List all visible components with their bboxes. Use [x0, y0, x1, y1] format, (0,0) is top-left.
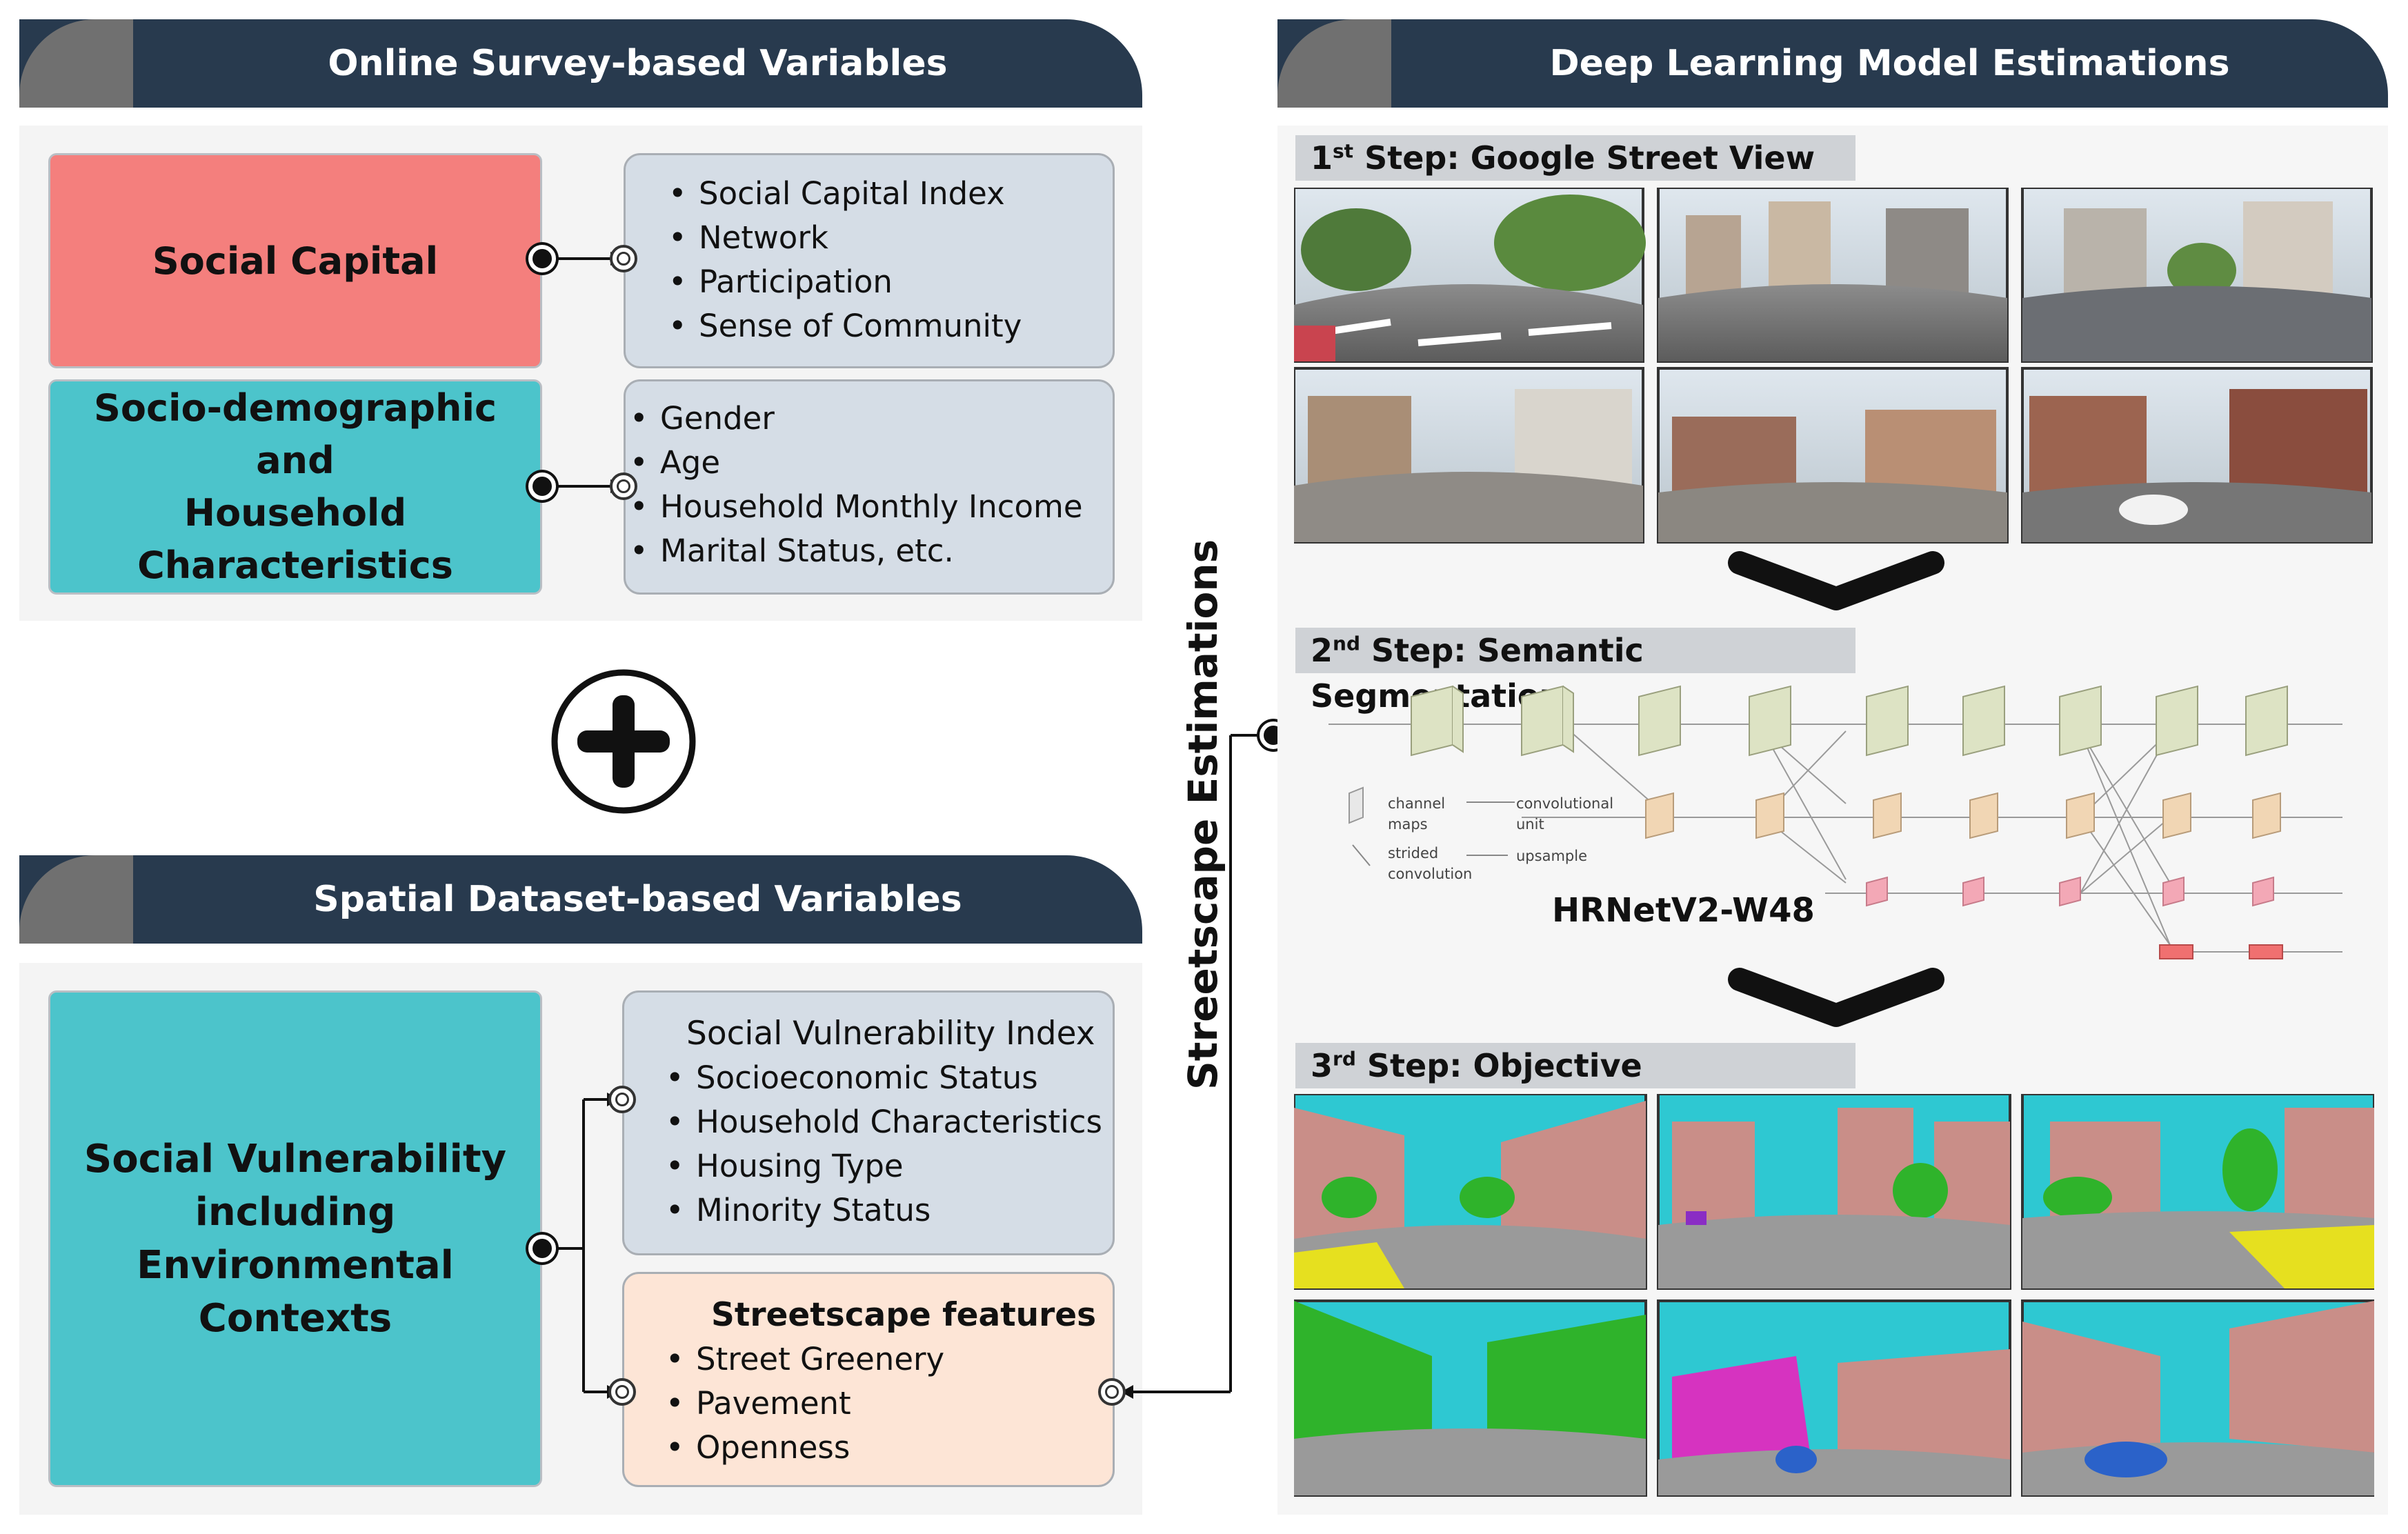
list-item: Social Capital Index [668, 172, 1113, 216]
step3-ordinal: 3 [1311, 1047, 1333, 1084]
street-view-photo [2021, 188, 2373, 363]
connector-ring [610, 472, 637, 500]
street-view-photo [2021, 367, 2373, 544]
network-name: HRNetV2-W48 [1552, 891, 1815, 930]
channel-map-pink [1866, 876, 2274, 907]
step1-sup: st [1333, 139, 1354, 163]
segmentation-photo [1294, 1299, 1647, 1497]
step2-label: 2nd Step: Semantic Segmentation [1295, 628, 1855, 715]
segmentation-photo [1294, 1094, 1647, 1290]
segmentation-photo [1657, 1094, 2011, 1290]
list-item: Age [630, 441, 1113, 485]
header-tab-decoration [1277, 19, 1391, 108]
legend-upsample: upsample [1516, 848, 1587, 864]
connector-dot [528, 472, 556, 500]
step3-label: 3rd Step: Objective Measurements [1295, 1043, 1855, 1130]
plus-icon [551, 669, 696, 814]
legend-text: convolution [1388, 866, 1473, 882]
socio-demographic-box: Socio-demographic and Household Characte… [48, 379, 542, 595]
streetscape-features-title: Streetscape features [711, 1296, 1097, 1334]
street-view-photo [1657, 188, 2009, 363]
legend-text: maps [1388, 816, 1428, 833]
deep-learning-header-title: Deep Learning Model Estimations [1549, 43, 2230, 84]
hrnet-architecture-diagram [1329, 685, 2342, 959]
social-capital-box: Social Capital [48, 153, 542, 368]
chevron-down-icon [1728, 968, 1944, 1027]
street-view-photo [1294, 188, 1646, 363]
list-item: Pavement [666, 1382, 1113, 1426]
survey-header: Online Survey-based Variables [19, 19, 1142, 108]
socio-demographic-title-line2: Household Characteristics [137, 491, 453, 587]
connector-ring [608, 1086, 636, 1113]
list-item: Socioeconomic Status [666, 1056, 1113, 1100]
legend-convolutional-unit: convolutional unit [1516, 793, 1613, 835]
legend-channel-maps: channel maps [1388, 793, 1445, 835]
connector-dot [528, 245, 556, 272]
list-item: Household Characteristics [666, 1100, 1113, 1144]
step1-ordinal: 1 [1311, 139, 1333, 177]
list-item: Housing Type [666, 1144, 1113, 1188]
channel-map-red [2159, 944, 2283, 959]
streetscape-features-list: Streetscape features Street Greenery Pav… [622, 1272, 1115, 1487]
socio-demographic-list: Gender Age Household Monthly Income Mari… [624, 379, 1115, 595]
legend-text: channel [1388, 795, 1446, 812]
social-capital-title: Social Capital [152, 239, 439, 283]
segmentation-photo [2021, 1299, 2374, 1497]
social-capital-list: Social Capital Index Network Participati… [624, 153, 1115, 368]
legend-text: convolutional [1516, 795, 1614, 812]
street-view-images [1294, 188, 2373, 544]
connector-ring [1098, 1378, 1126, 1406]
street-view-photo [1657, 367, 2009, 544]
spatial-header-title: Spatial Dataset-based Variables [313, 879, 962, 920]
connector-dot [528, 1235, 556, 1262]
social-vulnerability-line1: Social Vulnerability [83, 1137, 507, 1182]
street-view-photo [1294, 367, 1644, 544]
list-item: Network [668, 216, 1113, 260]
list-item: Gender [630, 397, 1113, 441]
socio-demographic-title-line1: Socio-demographic and [93, 386, 497, 482]
step3-sup: rd [1333, 1047, 1356, 1070]
list-item: Marital Status, etc. [630, 529, 1113, 573]
chevron-down-icon [1728, 551, 1944, 610]
list-item: Sense of Community [668, 304, 1113, 348]
channel-map-orange [1645, 792, 2281, 839]
list-item: Participation [668, 260, 1113, 304]
list-item: Minority Status [666, 1188, 1113, 1233]
svi-list: Social Vulnerability Index Socioeconomic… [622, 990, 1115, 1255]
channel-map-green [1411, 685, 2288, 757]
svi-title: Social Vulnerability Index [686, 1015, 1095, 1053]
legend-text: strided [1388, 845, 1439, 861]
segmentation-photo [2021, 1094, 2374, 1290]
spatial-header: Spatial Dataset-based Variables [19, 855, 1142, 944]
segmentation-images [1294, 1094, 2374, 1497]
streetscape-estimations-label: Streetscape Estimations [1180, 539, 1226, 1090]
step2-sup: nd [1333, 632, 1360, 655]
connector-ring [610, 245, 637, 272]
connector-ring [608, 1378, 636, 1406]
legend-text: unit [1516, 816, 1544, 833]
social-vulnerability-box: Social Vulnerability including Environme… [48, 990, 542, 1487]
list-item: Household Monthly Income [630, 485, 1113, 529]
social-vulnerability-line2: including Environmental [137, 1190, 454, 1288]
legend-strided-convolution: strided convolution [1388, 843, 1472, 884]
step1-label: 1st Step: Google Street View Images [1295, 135, 1855, 222]
survey-header-title: Online Survey-based Variables [328, 43, 948, 84]
step2-ordinal: 2 [1311, 632, 1333, 669]
social-vulnerability-line3: Contexts [198, 1296, 392, 1341]
list-item: Openness [666, 1426, 1113, 1470]
step2-text: Step: Semantic Segmentation [1311, 632, 1644, 715]
segmentation-photo [1657, 1299, 2011, 1497]
deep-learning-header: Deep Learning Model Estimations [1277, 19, 2388, 108]
list-item: Street Greenery [666, 1337, 1113, 1382]
